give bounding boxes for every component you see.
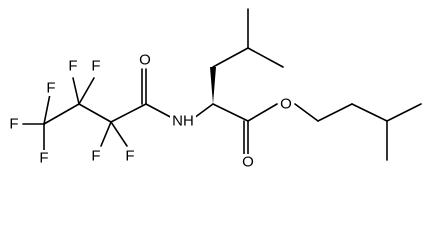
bond-c3-f-right-down [110,121,128,147]
bond-ch-me-right [247,47,284,68]
oxygen-label-amide: O [139,52,151,69]
bond-c1-f-up [43,93,51,125]
fluorine-label-lower-left: F [39,150,48,167]
fluorine-label-top-right: F [91,58,100,75]
bond-layer [22,8,422,161]
bond-ch2-ch-terminal [351,103,388,122]
fluorine-label-left: F [9,116,18,133]
bond-o-ch2 [294,103,319,122]
fluorine-label-upper-left: F [46,80,55,97]
nitrogen-label: NH [172,113,194,130]
fluorine-label-bottom-left: F [91,148,100,165]
bond-calpha-ester-c [212,103,249,122]
oxygen-label-ester-single: O [280,96,292,113]
chemical-structure-diagram: F F F F F F F O NH O O [6,8,422,171]
fluorine-label-bottom-right: F [125,148,134,165]
bond-c3-f-left-down [100,121,112,147]
oxygen-label-ester-carbonyl: O [242,154,254,171]
bond-ch2-ch2 [317,103,353,122]
bond-c3-c4 [110,103,147,123]
bond-c2-f-left-up [72,77,80,105]
bond-c1-c2 [43,103,80,125]
bond-ch2-ch [212,47,249,68]
bond-ch-terminal-me-right [386,103,422,122]
bond-c2-f-right-up [78,77,95,105]
bond-ester-c-o [247,103,278,122]
stereo-wedge-bond [210,67,216,104]
atom-label-layer: F F F F F F F O NH O O [6,52,294,171]
fluorine-label-top-left: F [68,58,77,75]
bond-c2-c3 [78,103,112,123]
